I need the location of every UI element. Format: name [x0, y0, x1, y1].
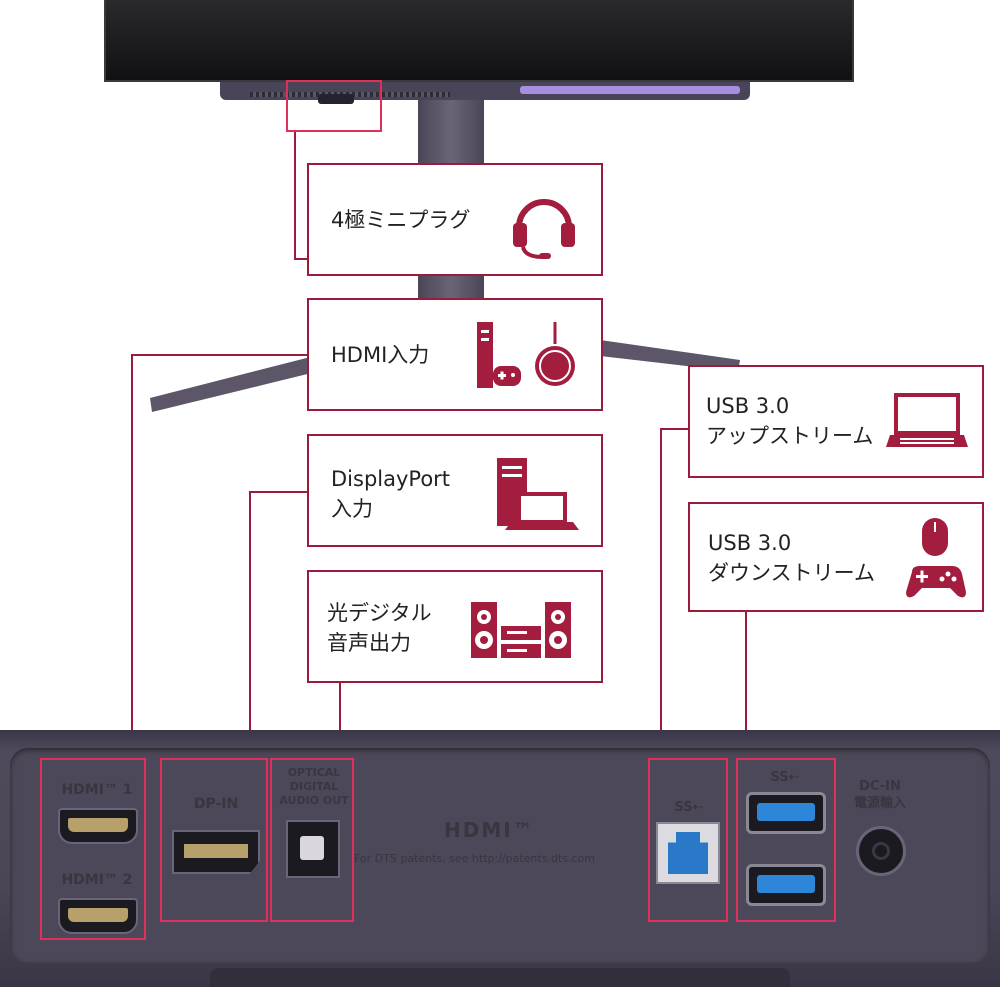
usb-b-port[interactable] [656, 822, 720, 884]
bezel-light-strip [520, 86, 740, 94]
card-usb-downstream: USB 3.0 ダウンストリーム [688, 502, 984, 612]
hdmi2-label: HDMI™ 2 [61, 872, 133, 888]
dp-port-highlight [160, 758, 268, 922]
card-label: USB 3.0 アップストリーム [706, 394, 874, 448]
dp-label: DP-IN [193, 796, 239, 812]
connector-line [249, 491, 251, 758]
connector-line [339, 681, 341, 758]
optical-port[interactable] [286, 820, 340, 878]
mouse-gamepad-icon [906, 518, 966, 598]
usb-up-label: SS⇠ [674, 800, 704, 815]
card-label: 光デジタル 音声出力 [327, 601, 432, 655]
headset-jack-highlight [286, 80, 382, 132]
monitor-screen [104, 0, 854, 82]
connector-line [745, 610, 747, 758]
pc-laptop-icon [497, 458, 579, 530]
optical-port-highlight [270, 758, 354, 922]
headset-icon [513, 199, 575, 259]
card-label: 4極ミニプラグ [331, 208, 471, 232]
usb-down-highlight [736, 758, 836, 922]
stand-legs [150, 340, 740, 412]
connector-line [294, 132, 296, 260]
connector-line [131, 354, 309, 356]
card-optical: 光デジタル 音声出力 [307, 570, 603, 683]
optical-label: OPTICAL DIGITAL AUDIO OUT [279, 766, 349, 807]
usb-a-port-1[interactable] [746, 792, 826, 834]
hdmi2-port[interactable] [58, 898, 138, 934]
connector-line [660, 428, 690, 430]
card-headset: 4極ミニプラグ [307, 163, 603, 276]
card-usb-upstream: USB 3.0 アップストリーム [688, 365, 984, 478]
connector-line [660, 428, 662, 758]
hdmi-logo: HDMI™ [444, 818, 535, 842]
laptop-icon [886, 393, 968, 447]
dts-notice: For DTS patents, see http://patents.dts.… [354, 852, 595, 865]
hdmi1-label: HDMI™ 1 [61, 782, 133, 798]
hdmi-ports-highlight [40, 758, 146, 940]
dc-in-label: DC-IN 電源輸入 [853, 779, 906, 811]
console-icon [477, 322, 575, 388]
hdmi1-port[interactable] [58, 808, 138, 844]
stereo-icon [471, 602, 571, 658]
card-label: USB 3.0 ダウンストリーム [708, 531, 875, 585]
dc-in-port[interactable] [856, 826, 906, 876]
connector-line [294, 258, 308, 260]
usb-a-port-2[interactable] [746, 864, 826, 906]
usb-down-label: SS⇠ [770, 770, 800, 785]
card-label: HDMI入力 [331, 343, 430, 367]
card-label: DisplayPort 入力 [331, 467, 451, 521]
panel-bottom-edge [210, 968, 790, 987]
headset-jack [318, 94, 354, 104]
card-hdmi: HDMI入力 [307, 298, 603, 411]
connector-line [131, 354, 133, 758]
displayport-port[interactable] [172, 830, 260, 874]
usb-up-highlight [648, 758, 728, 922]
connector-line [249, 491, 309, 493]
card-displayport: DisplayPort 入力 [307, 434, 603, 547]
